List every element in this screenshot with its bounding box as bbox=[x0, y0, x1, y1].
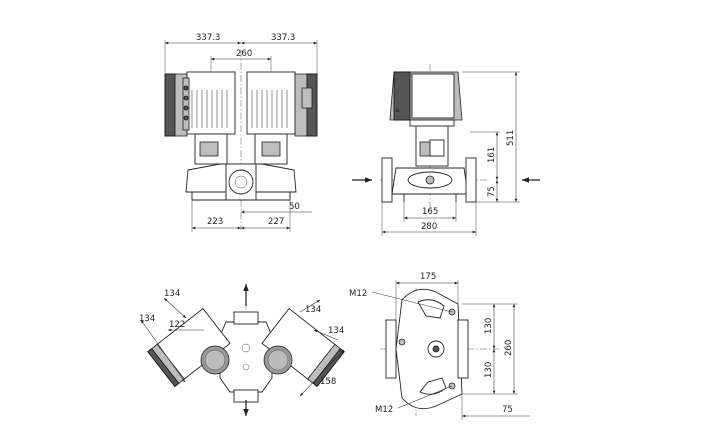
dim-plan-head-inner: 122 bbox=[169, 320, 185, 330]
dim-side-flange: 280 bbox=[421, 222, 437, 232]
dim-front-left-port: 223 bbox=[207, 217, 223, 227]
dim-base-total: 260 bbox=[504, 340, 514, 356]
dim-base-top-width: 175 bbox=[420, 272, 436, 282]
dim-front-foot: 50 bbox=[289, 202, 300, 212]
dim-front-top-right: 337.3 bbox=[271, 33, 295, 43]
plan-view: 134 134 122 134 134 158 bbox=[139, 284, 345, 416]
svg-text:≡: ≡ bbox=[395, 107, 400, 114]
front-view: 337.3 337.3 260 223 227 50 bbox=[164, 33, 318, 232]
dim-plan-head-3: 134 bbox=[305, 305, 321, 315]
dim-side-axis: 75 bbox=[487, 186, 497, 197]
dim-plan-head-1: 134 bbox=[164, 289, 180, 299]
dim-base-offset: 75 bbox=[502, 405, 513, 415]
dim-base-half-lower: 130 bbox=[484, 362, 494, 378]
dim-side-foot: 165 bbox=[422, 207, 438, 217]
dim-side-motor: 161 bbox=[487, 147, 497, 163]
dim-plan-diagonal: 158 bbox=[320, 377, 336, 387]
dim-front-right-port: 227 bbox=[268, 217, 284, 227]
dim-front-center: 260 bbox=[236, 49, 252, 59]
base-housing bbox=[395, 288, 463, 410]
side-inlet-flange bbox=[381, 157, 393, 203]
dim-side-overall: 511 bbox=[506, 130, 516, 146]
side-outlet-flange bbox=[465, 157, 477, 203]
dim-front-top-left: 337.3 bbox=[196, 33, 220, 43]
base-view: M12 M12 175 130 130 260 75 bbox=[349, 272, 530, 420]
dim-plan-head-4: 134 bbox=[328, 326, 344, 336]
dim-base-half-upper: 130 bbox=[484, 318, 494, 334]
right-motor bbox=[246, 71, 296, 135]
side-view: ≡ 511 161 75 165 280 bbox=[352, 64, 540, 236]
left-motor bbox=[186, 71, 236, 135]
label-bolt-bottom: M12 bbox=[375, 405, 393, 415]
dim-plan-head-2: 134 bbox=[139, 314, 155, 324]
label-bolt-top: M12 bbox=[349, 289, 367, 299]
